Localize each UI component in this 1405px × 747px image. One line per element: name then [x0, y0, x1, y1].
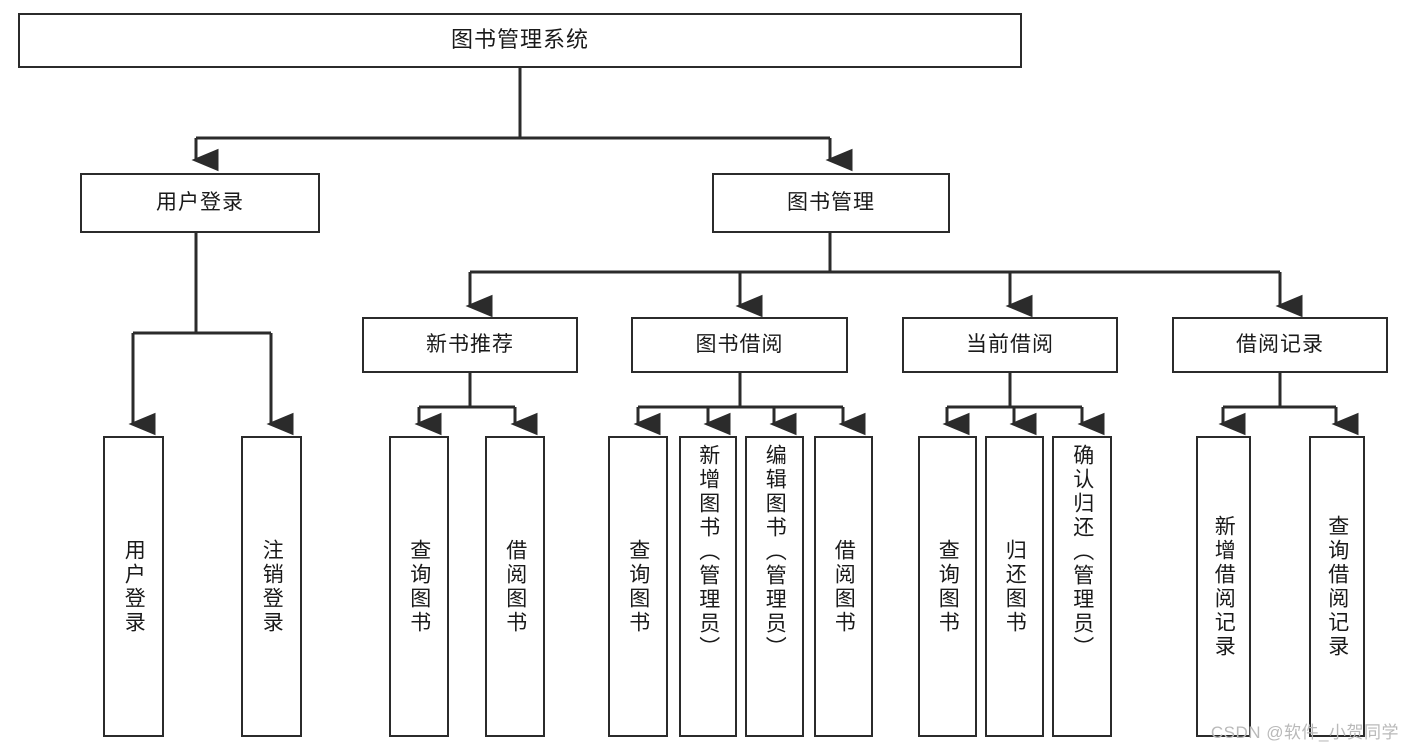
node-leaf-edit-book[interactable]: 编辑图书（管理员）	[745, 436, 804, 737]
node-leaf-logout-login-label: 注销登录	[260, 538, 284, 635]
node-borrow-record-label: 借阅记录	[1236, 333, 1324, 357]
node-leaf-borrow-book-1-label: 借阅图书	[503, 538, 527, 635]
node-current-borrow-label: 当前借阅	[966, 333, 1054, 357]
watermark: CSDN @软件_小贺同学	[1210, 723, 1399, 742]
node-borrow-record[interactable]: 借阅记录	[1172, 317, 1388, 373]
node-leaf-return-book[interactable]: 归还图书	[985, 436, 1044, 737]
node-leaf-logout-login[interactable]: 注销登录	[241, 436, 302, 737]
node-leaf-add-book-label: 新增图书（管理员）	[696, 444, 720, 660]
node-book-borrow[interactable]: 图书借阅	[631, 317, 848, 373]
node-leaf-query-record[interactable]: 查询借阅记录	[1309, 436, 1365, 737]
node-current-borrow[interactable]: 当前借阅	[902, 317, 1118, 373]
node-leaf-user-login-label: 用户登录	[122, 538, 146, 635]
node-new-book-recommend-label: 新书推荐	[426, 333, 514, 357]
node-book-management[interactable]: 图书管理	[712, 173, 950, 233]
node-book-management-label: 图书管理	[787, 191, 875, 215]
node-leaf-borrow-book-1[interactable]: 借阅图书	[485, 436, 545, 737]
node-leaf-query-book-3-label: 查询图书	[936, 538, 960, 635]
node-leaf-return-book-label: 归还图书	[1003, 538, 1027, 635]
node-book-borrow-label: 图书借阅	[695, 333, 784, 357]
node-leaf-query-book-1[interactable]: 查询图书	[389, 436, 449, 737]
node-leaf-add-book[interactable]: 新增图书（管理员）	[679, 436, 737, 737]
node-new-book-recommend[interactable]: 新书推荐	[362, 317, 578, 373]
node-leaf-confirm-return[interactable]: 确认归还（管理员）	[1052, 436, 1112, 737]
node-leaf-add-record-label: 新增借阅记录	[1212, 514, 1236, 659]
node-leaf-query-record-label: 查询借阅记录	[1325, 514, 1349, 659]
node-leaf-query-book-1-label: 查询图书	[407, 538, 431, 635]
node-leaf-borrow-book-2-label: 借阅图书	[832, 538, 856, 635]
node-leaf-add-record[interactable]: 新增借阅记录	[1196, 436, 1251, 737]
node-user-login-label: 用户登录	[156, 191, 244, 215]
node-leaf-query-book-2[interactable]: 查询图书	[608, 436, 668, 737]
node-leaf-user-login[interactable]: 用户登录	[103, 436, 164, 737]
node-leaf-edit-book-label: 编辑图书（管理员）	[763, 444, 787, 660]
node-leaf-borrow-book-2[interactable]: 借阅图书	[814, 436, 873, 737]
node-leaf-confirm-return-label: 确认归还（管理员）	[1070, 444, 1094, 660]
node-leaf-query-book-2-label: 查询图书	[626, 538, 650, 635]
node-user-login[interactable]: 用户登录	[80, 173, 320, 233]
node-root-label: 图书管理系统	[450, 27, 589, 53]
node-root[interactable]: 图书管理系统	[18, 13, 1022, 68]
node-leaf-query-book-3[interactable]: 查询图书	[918, 436, 977, 737]
